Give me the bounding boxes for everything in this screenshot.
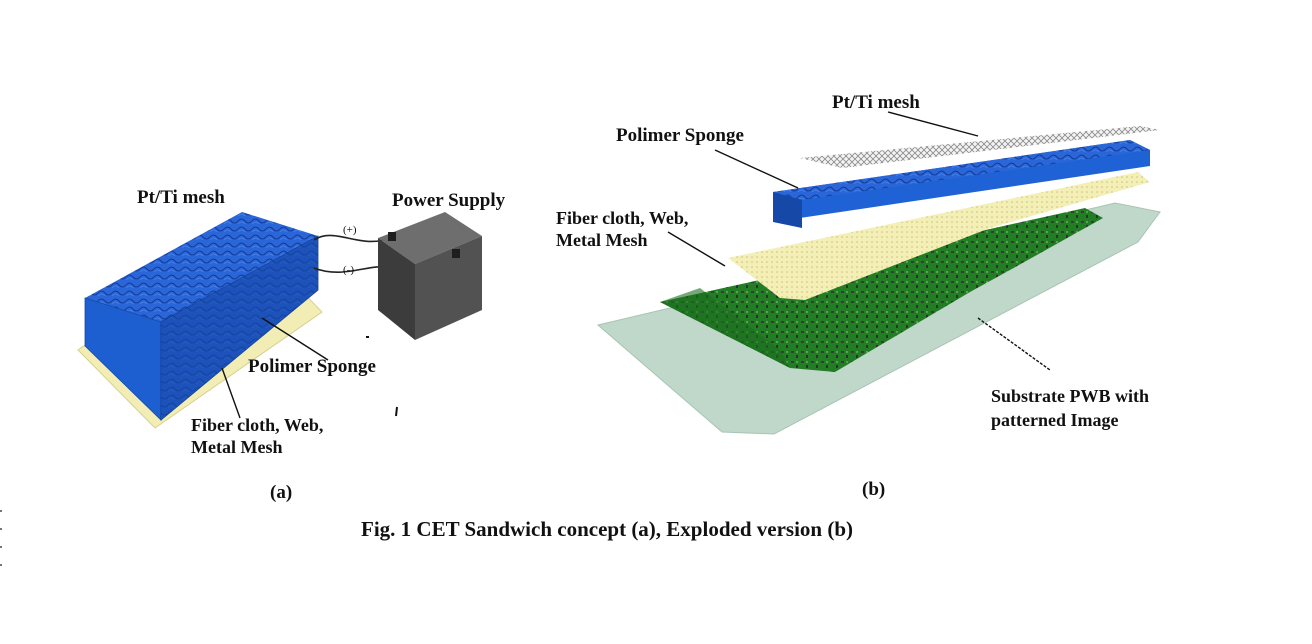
fiber-cloth-label-b-line2: Metal Mesh (556, 230, 648, 250)
power-supply-front (415, 236, 482, 340)
power-supply-side (378, 238, 415, 340)
pt-ti-mesh-label-b: Pt/Ti mesh (832, 92, 920, 113)
sponge-top-b (773, 140, 1150, 200)
substrate-label-line2: patterned Image (991, 410, 1119, 430)
pcb-pattern-layer (660, 208, 1103, 372)
terminal-negative (452, 249, 460, 258)
plus-label: (+) (343, 224, 357, 236)
polimer-sponge-label-a: Polimer Sponge (248, 356, 376, 377)
power-supply-top (378, 212, 482, 264)
power-supply-label: Power Supply (392, 190, 506, 211)
panel-b-label: (b) (862, 479, 886, 500)
terminal-positive (388, 232, 396, 241)
panel-a-sandwich (77, 212, 323, 429)
pt-ti-mesh-label-a: Pt/Ti mesh (137, 187, 225, 208)
edge-marks (0, 510, 2, 566)
panel-a-label: (a) (270, 482, 293, 503)
sponge-top-a (85, 212, 318, 322)
pt-ti-mesh-layer (800, 126, 1160, 168)
leader-lines-a (221, 317, 329, 419)
polimer-sponge-label-b: Polimer Sponge (616, 125, 744, 146)
power-supply-box (378, 212, 482, 340)
panel-b-exploded (596, 126, 1161, 435)
substrate-label-line1: Substrate PWB with (991, 386, 1150, 406)
leader-lines-b (667, 111, 1051, 371)
figure-caption: Fig. 1 CET Sandwich concept (a), Explode… (361, 517, 853, 541)
fiber-cloth-label-b-line1: Fiber cloth, Web, (556, 208, 689, 228)
minus-label: (-) (343, 264, 354, 276)
fiber-cloth-label-a-line2: Metal Mesh (191, 437, 283, 457)
fiber-cloth-layer-b (728, 172, 1150, 300)
fiber-cloth-label-a-line1: Fiber cloth, Web, (191, 415, 324, 435)
